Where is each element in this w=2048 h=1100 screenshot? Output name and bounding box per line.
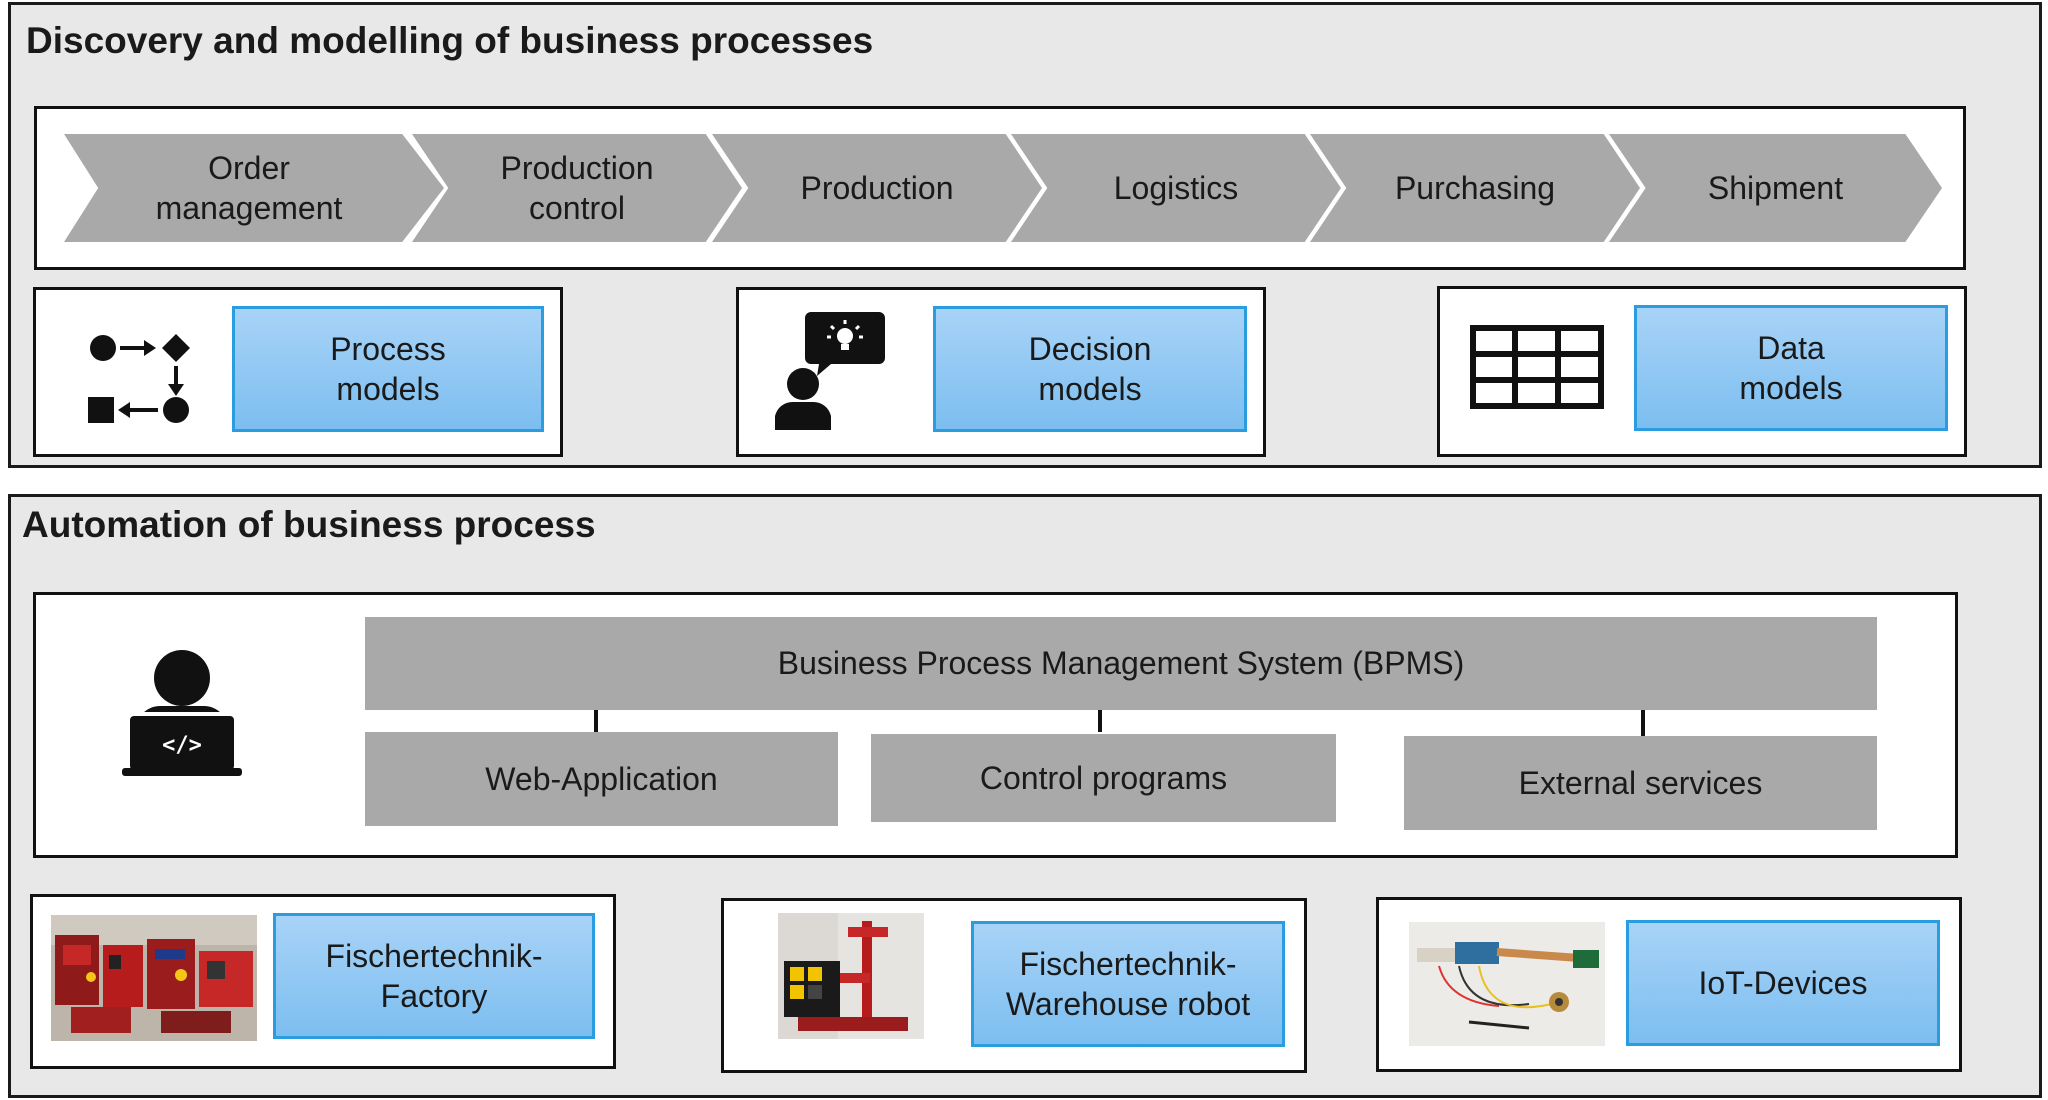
connector-external-services [1641, 710, 1645, 736]
warehouse-robot-card: Fischertechnik- Warehouse robot [721, 898, 1307, 1073]
connector-web-application [594, 710, 598, 732]
decision-models-card: Decision models [736, 287, 1266, 457]
web-application-box: Web-Application [365, 732, 838, 826]
data-models-label: Data models [1634, 305, 1948, 431]
warehouse-robot-photo [778, 913, 924, 1039]
iot-devices-label: IoT-Devices [1626, 920, 1940, 1046]
table-grid-icon [1470, 325, 1604, 409]
automation-section-title: Automation of business process [22, 504, 596, 545]
warehouse-robot-label: Fischertechnik- Warehouse robot [971, 921, 1285, 1047]
chevron-shipment: Shipment [1609, 134, 1942, 242]
decision-models-label: Decision models [933, 306, 1247, 432]
bpms-bar: Business Process Management System (BPMS… [365, 617, 1877, 710]
external-services-box: External services [1404, 736, 1877, 830]
factory-label: Fischertechnik- Factory [273, 913, 595, 1039]
chevron-logistics: Logistics [1011, 134, 1341, 242]
process-flow-icon [88, 326, 198, 426]
process-models-label: Process models [232, 306, 544, 432]
discovery-section-title: Discovery and modelling of business proc… [26, 20, 874, 61]
chevron-production: Production [712, 134, 1042, 242]
chevron-order-management: Order management [64, 134, 444, 242]
factory-card: Fischertechnik- Factory [30, 894, 616, 1069]
data-models-card: Data models [1437, 286, 1967, 457]
svg-text:</>: </> [162, 733, 202, 758]
iot-devices-photo [1409, 922, 1605, 1046]
factory-photo [51, 915, 257, 1041]
control-programs-box: Control programs [871, 734, 1336, 822]
chevron-production-control: Production control [412, 134, 742, 242]
chevron-purchasing: Purchasing [1310, 134, 1640, 242]
process-models-card: Process models [33, 287, 563, 457]
iot-devices-card: IoT-Devices [1376, 897, 1962, 1072]
person-idea-icon [773, 312, 889, 430]
developer-laptop-icon: </> [118, 648, 246, 778]
connector-control-programs [1098, 710, 1102, 732]
